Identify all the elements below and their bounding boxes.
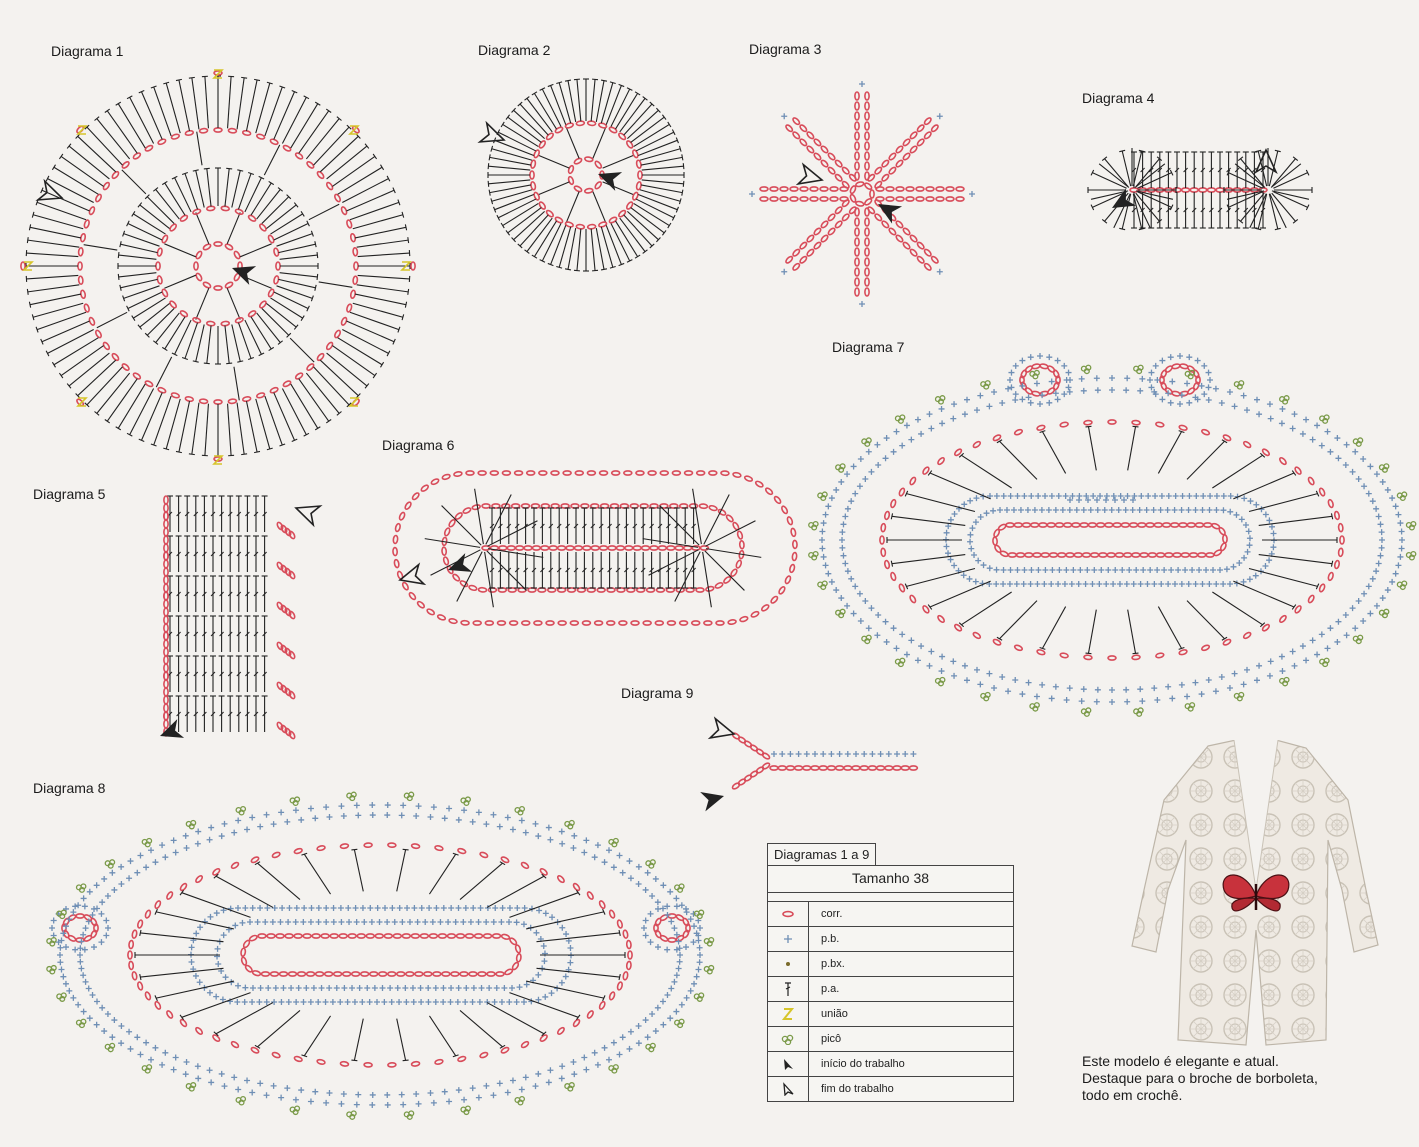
diagram-3-drawing [748,80,976,308]
end-arrow-icon [768,1077,809,1101]
diagram-1-label: Diagrama 1 [51,43,124,59]
legend-row-chain: corr. [768,902,1013,927]
legend-row-picot: picô [768,1027,1013,1052]
chain-stitch-icon [768,902,809,926]
diagram-5-label: Diagrama 5 [33,486,106,502]
legend-row-end: fim do trabalho [768,1077,1013,1101]
diagram-9-label: Diagrama 9 [621,685,694,701]
legend-row-start: início do trabalho [768,1052,1013,1077]
caption-line-1: Este modelo é elegante e atual. [1082,1053,1279,1069]
diagram-9-drawing [700,717,919,812]
single-crochet-icon [768,927,809,951]
diagram-7-drawing [808,352,1417,717]
diagram-5-drawing [156,495,321,746]
diagram-2-drawing [479,78,685,272]
legend-table: Diagramas 1 a 9 Tamanho 38 corr. p.b. p.… [767,843,1014,1102]
diagram-1-drawing [20,69,416,465]
diagram-4-label: Diagrama 4 [1082,90,1155,106]
legend-box: Tamanho 38 corr. p.b. p.bx. p.a. união p… [767,865,1014,1102]
butterfly-brooch [1222,874,1290,912]
legend-title: Diagramas 1 a 9 [767,843,877,865]
legend-size: Tamanho 38 [768,866,1013,893]
legend-row-join: união [768,1002,1013,1027]
diagram-6-drawing [391,470,799,626]
picot-icon [768,1027,809,1051]
photo-caption: Este modelo é elegante e atual. Destaque… [1082,1053,1402,1104]
legend-row-slip: p.bx. [768,952,1013,977]
jacket-photo [1131,740,1379,1046]
diagram-8-drawing [46,791,715,1120]
diagram-2-label: Diagrama 2 [478,42,551,58]
slip-stitch-icon [768,952,809,976]
diagram-4-drawing [1087,148,1313,231]
diagram-7-label: Diagrama 7 [832,339,905,355]
caption-line-2: Destaque para o broche de borboleta, [1082,1070,1318,1086]
caption-line-3: todo em crochê. [1082,1087,1183,1103]
diagram-8-label: Diagrama 8 [33,780,106,796]
start-arrow-icon [768,1052,809,1076]
legend-row-single: p.b. [768,927,1013,952]
diagram-6-label: Diagrama 6 [382,437,455,453]
diagram-3-label: Diagrama 3 [749,41,822,57]
legend-row-double: p.a. [768,977,1013,1002]
double-crochet-icon [768,977,809,1001]
join-icon [768,1002,809,1026]
